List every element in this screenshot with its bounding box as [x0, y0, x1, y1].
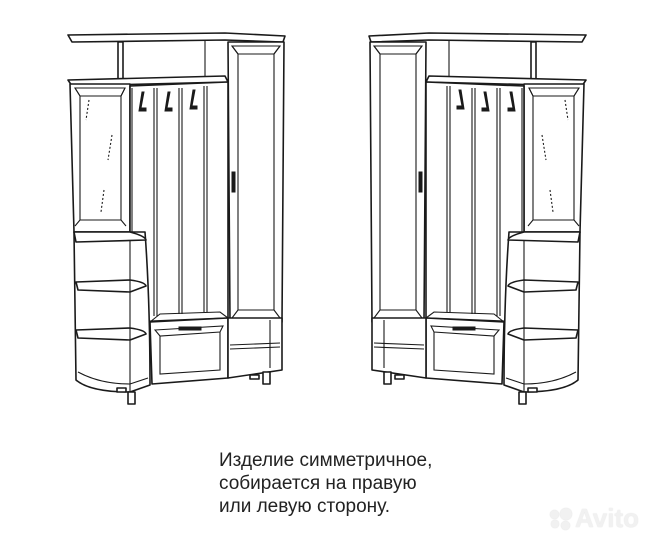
coat-hook-1	[138, 91, 147, 112]
product-caption: Изделие симметричное, собирается на прав…	[219, 449, 432, 518]
coat-hook-2	[164, 91, 173, 112]
avito-dots-icon	[550, 507, 572, 530]
avito-watermark: Avito	[550, 503, 639, 534]
drawer-handle	[178, 326, 202, 331]
furniture-drawing-left	[0, 0, 327, 430]
hallway-set-right-illustration	[368, 32, 587, 405]
hallway-set-left-illustration	[67, 32, 286, 405]
wardrobe-handle	[231, 171, 236, 193]
avito-logo-text: Avito	[575, 503, 640, 533]
furniture-drawing-right	[327, 0, 654, 430]
coat-hook-3	[189, 89, 198, 110]
caption-line-1: Изделие симметричное,	[219, 450, 433, 471]
caption-line-3: или левую сторону.	[219, 496, 391, 517]
caption-line-2: собирается на правую	[219, 473, 417, 494]
leg	[262, 371, 271, 385]
leg	[127, 391, 136, 405]
